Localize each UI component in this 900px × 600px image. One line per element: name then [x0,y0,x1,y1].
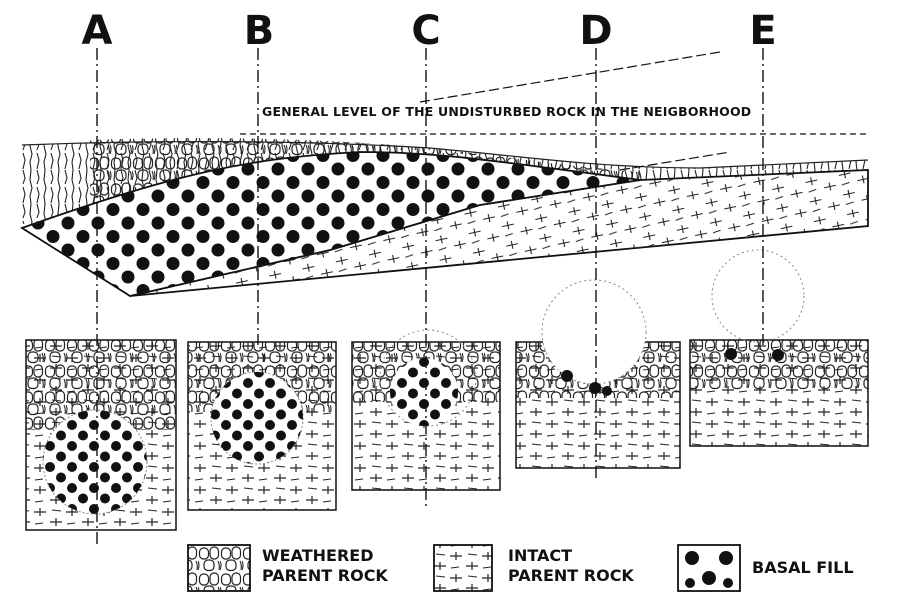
basal-fill-a [43,410,147,514]
block-a [25,339,177,531]
column-label-a: A [81,8,113,54]
basal-fill-b [211,372,303,464]
legend-intact-line1: INTACT [508,546,573,565]
column-label-c: C [411,8,441,54]
projection-line-lower [619,151,731,171]
column-label-b: B [243,8,275,54]
basal-boulder-e1 [725,348,737,360]
basal-boulder-d2 [589,382,601,394]
undisturbed-level-label: GENERAL LEVEL OF THE UNDISTURBED ROCK IN… [262,104,752,119]
weathered-outline [21,140,869,169]
block-d [515,279,681,469]
legend-weathered-label: WEATHERED PARENT ROCK [262,546,388,586]
basal-boulder-d1 [561,370,573,382]
block-c [351,329,501,491]
basal-boulder-e2 [772,349,784,361]
legend-weathered-line2: PARENT ROCK [262,566,388,585]
section-lines [96,48,764,545]
cross-section [19,51,869,297]
block-b [187,341,337,511]
legend-weathered-line1: WEATHERED [262,546,374,565]
projection-line-upper [419,51,721,103]
basal-fill-c [390,358,458,426]
legend-weathered-swatch [187,544,251,592]
column-label-e: E [749,8,777,54]
block-e [689,249,869,447]
legend-intact-label: INTACT PARENT ROCK [508,546,634,586]
legend-basal-label: BASAL FILL [752,558,854,577]
legend-intact-line2: PARENT ROCK [508,566,634,585]
legend-intact-swatch [433,544,493,592]
basal-boulder-d3 [602,386,612,396]
legend-swatches [187,544,741,592]
column-label-d: D [579,8,613,54]
